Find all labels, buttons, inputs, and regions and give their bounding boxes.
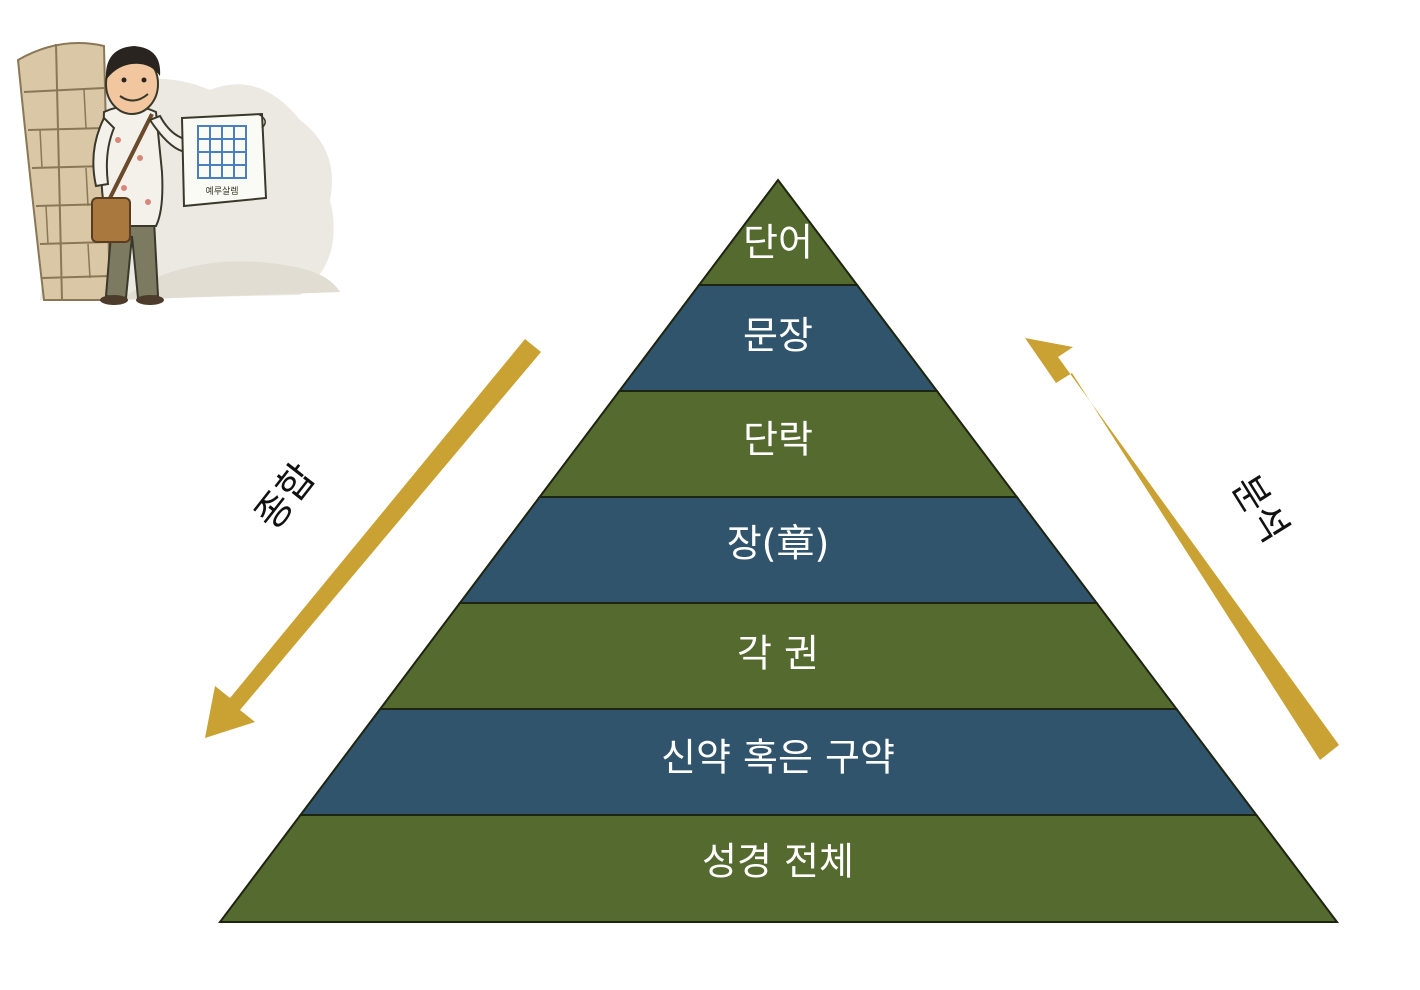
pyramid-tier-7 <box>217 814 1340 923</box>
ground-shade <box>120 261 340 300</box>
man-with-map-illustration: 예루살렘 <box>16 42 340 305</box>
pyramid-tier-label-2: 문장 <box>743 314 813 358</box>
map-caption: 예루살렘 <box>205 185 238 197</box>
synthesis-label: 종합 <box>246 455 324 537</box>
map-sheet: 예루살렘 <box>180 112 268 208</box>
pyramid-tier-label-7: 성경 전체 <box>702 840 854 884</box>
pyramid-tier-label-5: 각 권 <box>737 632 819 676</box>
analysis-label: 분석 <box>1223 467 1297 550</box>
stone-wall <box>16 42 112 301</box>
down-left-arrow-icon <box>205 339 541 738</box>
pyramid-tier-label-1: 단어 <box>743 221 813 265</box>
pyramid-tier-label-4: 장(章) <box>727 522 830 566</box>
pyramid-tier-label-6: 신약 혹은 구약 <box>661 736 895 780</box>
pyramid-tier-label-3: 단락 <box>743 418 813 462</box>
man-figure <box>91 46 200 305</box>
up-left-arrow-icon <box>1025 338 1339 760</box>
